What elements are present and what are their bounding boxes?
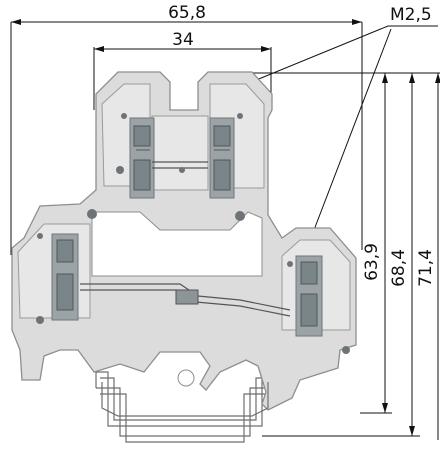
upper-width-label: 34 xyxy=(172,30,194,50)
dimension-overall-width: 65,8 xyxy=(10,3,363,255)
clamp-lower-left xyxy=(51,233,79,321)
overall-width-label: 65,8 xyxy=(168,3,206,23)
dimension-heights: 63,9 68,4 71,4 xyxy=(237,72,440,440)
screw-size-label: M2,5 xyxy=(390,5,432,25)
height-2-label: 68,4 xyxy=(389,249,409,287)
rail-clip-front xyxy=(101,382,269,417)
dimension-screw-callout: M2,5 xyxy=(231,5,438,244)
height-3-label: 71,4 xyxy=(416,249,436,287)
mounting-holes xyxy=(36,113,350,387)
clamp-upper-left xyxy=(129,117,155,199)
clamp-lower-right xyxy=(295,255,323,337)
clamp-upper-right xyxy=(209,117,235,199)
height-1-label: 63,9 xyxy=(362,243,382,281)
din-rail xyxy=(95,371,275,443)
